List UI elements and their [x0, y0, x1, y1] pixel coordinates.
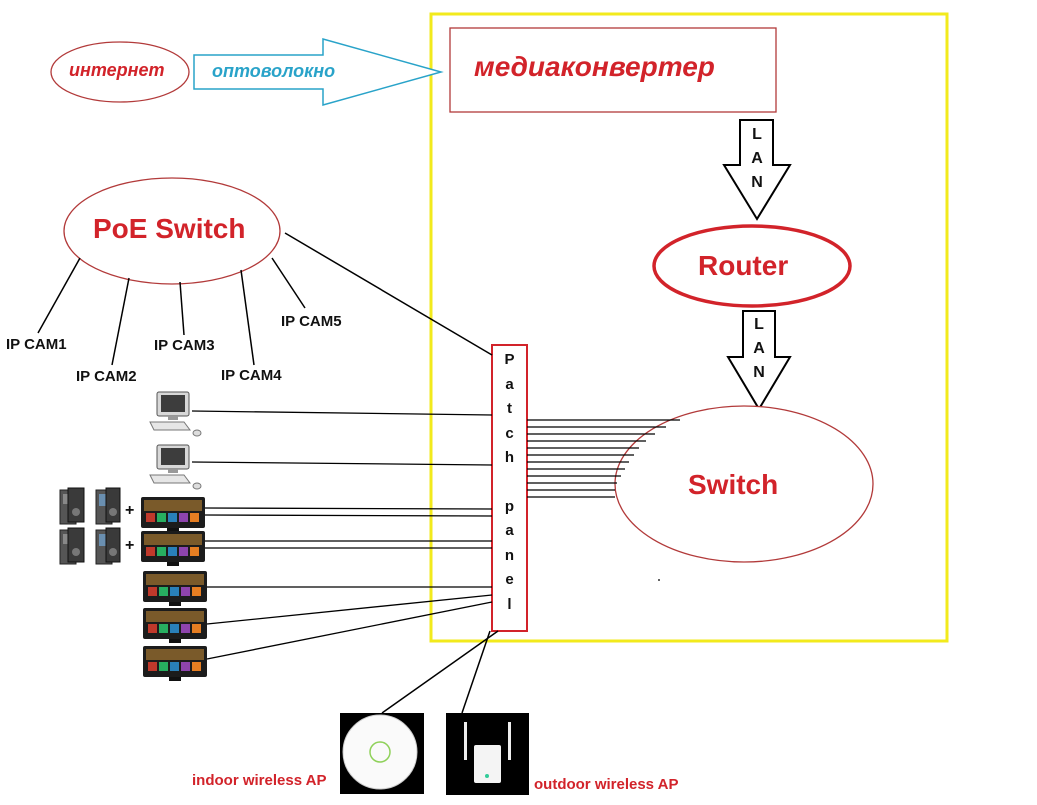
panel-letter: e: [505, 571, 514, 588]
patch-letter: c: [505, 424, 514, 442]
fiber-label: оптоволокно: [212, 61, 336, 81]
patch-letter: t: [507, 400, 512, 417]
computer-icon: [149, 444, 202, 490]
outdoor-ap-line: [461, 630, 491, 714]
device-lines: [191, 410, 493, 660]
lan-letter: L: [754, 316, 764, 333]
media-converter-box: [449, 27, 777, 113]
speaker-icon: [59, 487, 121, 525]
lan-letter: N: [751, 174, 763, 191]
switch-ellipse: [614, 405, 874, 563]
lan-arrow-top: [722, 119, 792, 221]
poe-uplink-line: [284, 232, 493, 356]
panel-letter: n: [504, 546, 515, 564]
patch-panel-box: [491, 344, 528, 632]
poe-switch-ellipse: [63, 177, 281, 285]
ip-cam5-label: IP CAM5: [281, 313, 342, 330]
router-label: Router: [698, 250, 789, 281]
panel-letter: a: [505, 522, 514, 539]
smart-tv-icon: [143, 608, 207, 643]
indoor-ap-line: [381, 630, 499, 714]
lan-letter: A: [753, 340, 765, 357]
router-ellipse: [652, 224, 852, 308]
patch-letter: P: [504, 351, 515, 368]
indoor-ap-icon: [340, 713, 424, 794]
smart-tv-icon: [141, 531, 205, 566]
lan-top-label: L A N: [749, 123, 765, 195]
stray-dot: [658, 579, 660, 581]
plus-sign: +: [125, 502, 135, 519]
internet-label: интернет: [69, 60, 165, 80]
patch-letter: h: [504, 449, 515, 466]
smart-tv-icon: [143, 646, 207, 681]
patch-panel-label: P a t c h p a n e l: [497, 348, 522, 617]
patch-letter: a: [505, 375, 514, 393]
smart-tv-icon: [143, 571, 207, 606]
media-converter-label: медиаконвертер: [474, 51, 715, 82]
indoor-ap-label: indoor wireless AP: [192, 772, 327, 789]
internet-ellipse: [50, 41, 190, 103]
server-cabinet-frame: [429, 12, 949, 643]
poe-switch-label: PoE Switch: [93, 213, 246, 244]
ip-cam3-label: IP CAM3: [154, 337, 215, 354]
switch-label: Switch: [688, 469, 779, 500]
computer-icon: [149, 391, 202, 437]
lan-letter: L: [752, 126, 762, 143]
plus-sign: +: [125, 537, 135, 554]
lan-bottom-label: L A N: [751, 313, 767, 385]
fiber-arrow: [193, 38, 444, 106]
panel-letter: l: [507, 595, 512, 613]
ip-cam1-label: IP CAM1: [6, 336, 67, 353]
lan-arrow-bottom: [726, 310, 792, 411]
lan-letter: A: [751, 150, 763, 167]
ip-cam2-label: IP CAM2: [76, 368, 137, 385]
camera-lines: [37, 257, 306, 366]
lan-letter: N: [753, 364, 765, 381]
patch-to-switch-lines: [527, 419, 680, 498]
outdoor-ap-icon: [446, 713, 529, 795]
outdoor-ap-label: outdoor wireless AP: [534, 776, 679, 793]
panel-letter: p: [504, 497, 515, 515]
smart-tv-icon: [141, 497, 205, 532]
ip-cam4-label: IP CAM4: [221, 367, 282, 384]
speaker-icon: [59, 527, 121, 565]
